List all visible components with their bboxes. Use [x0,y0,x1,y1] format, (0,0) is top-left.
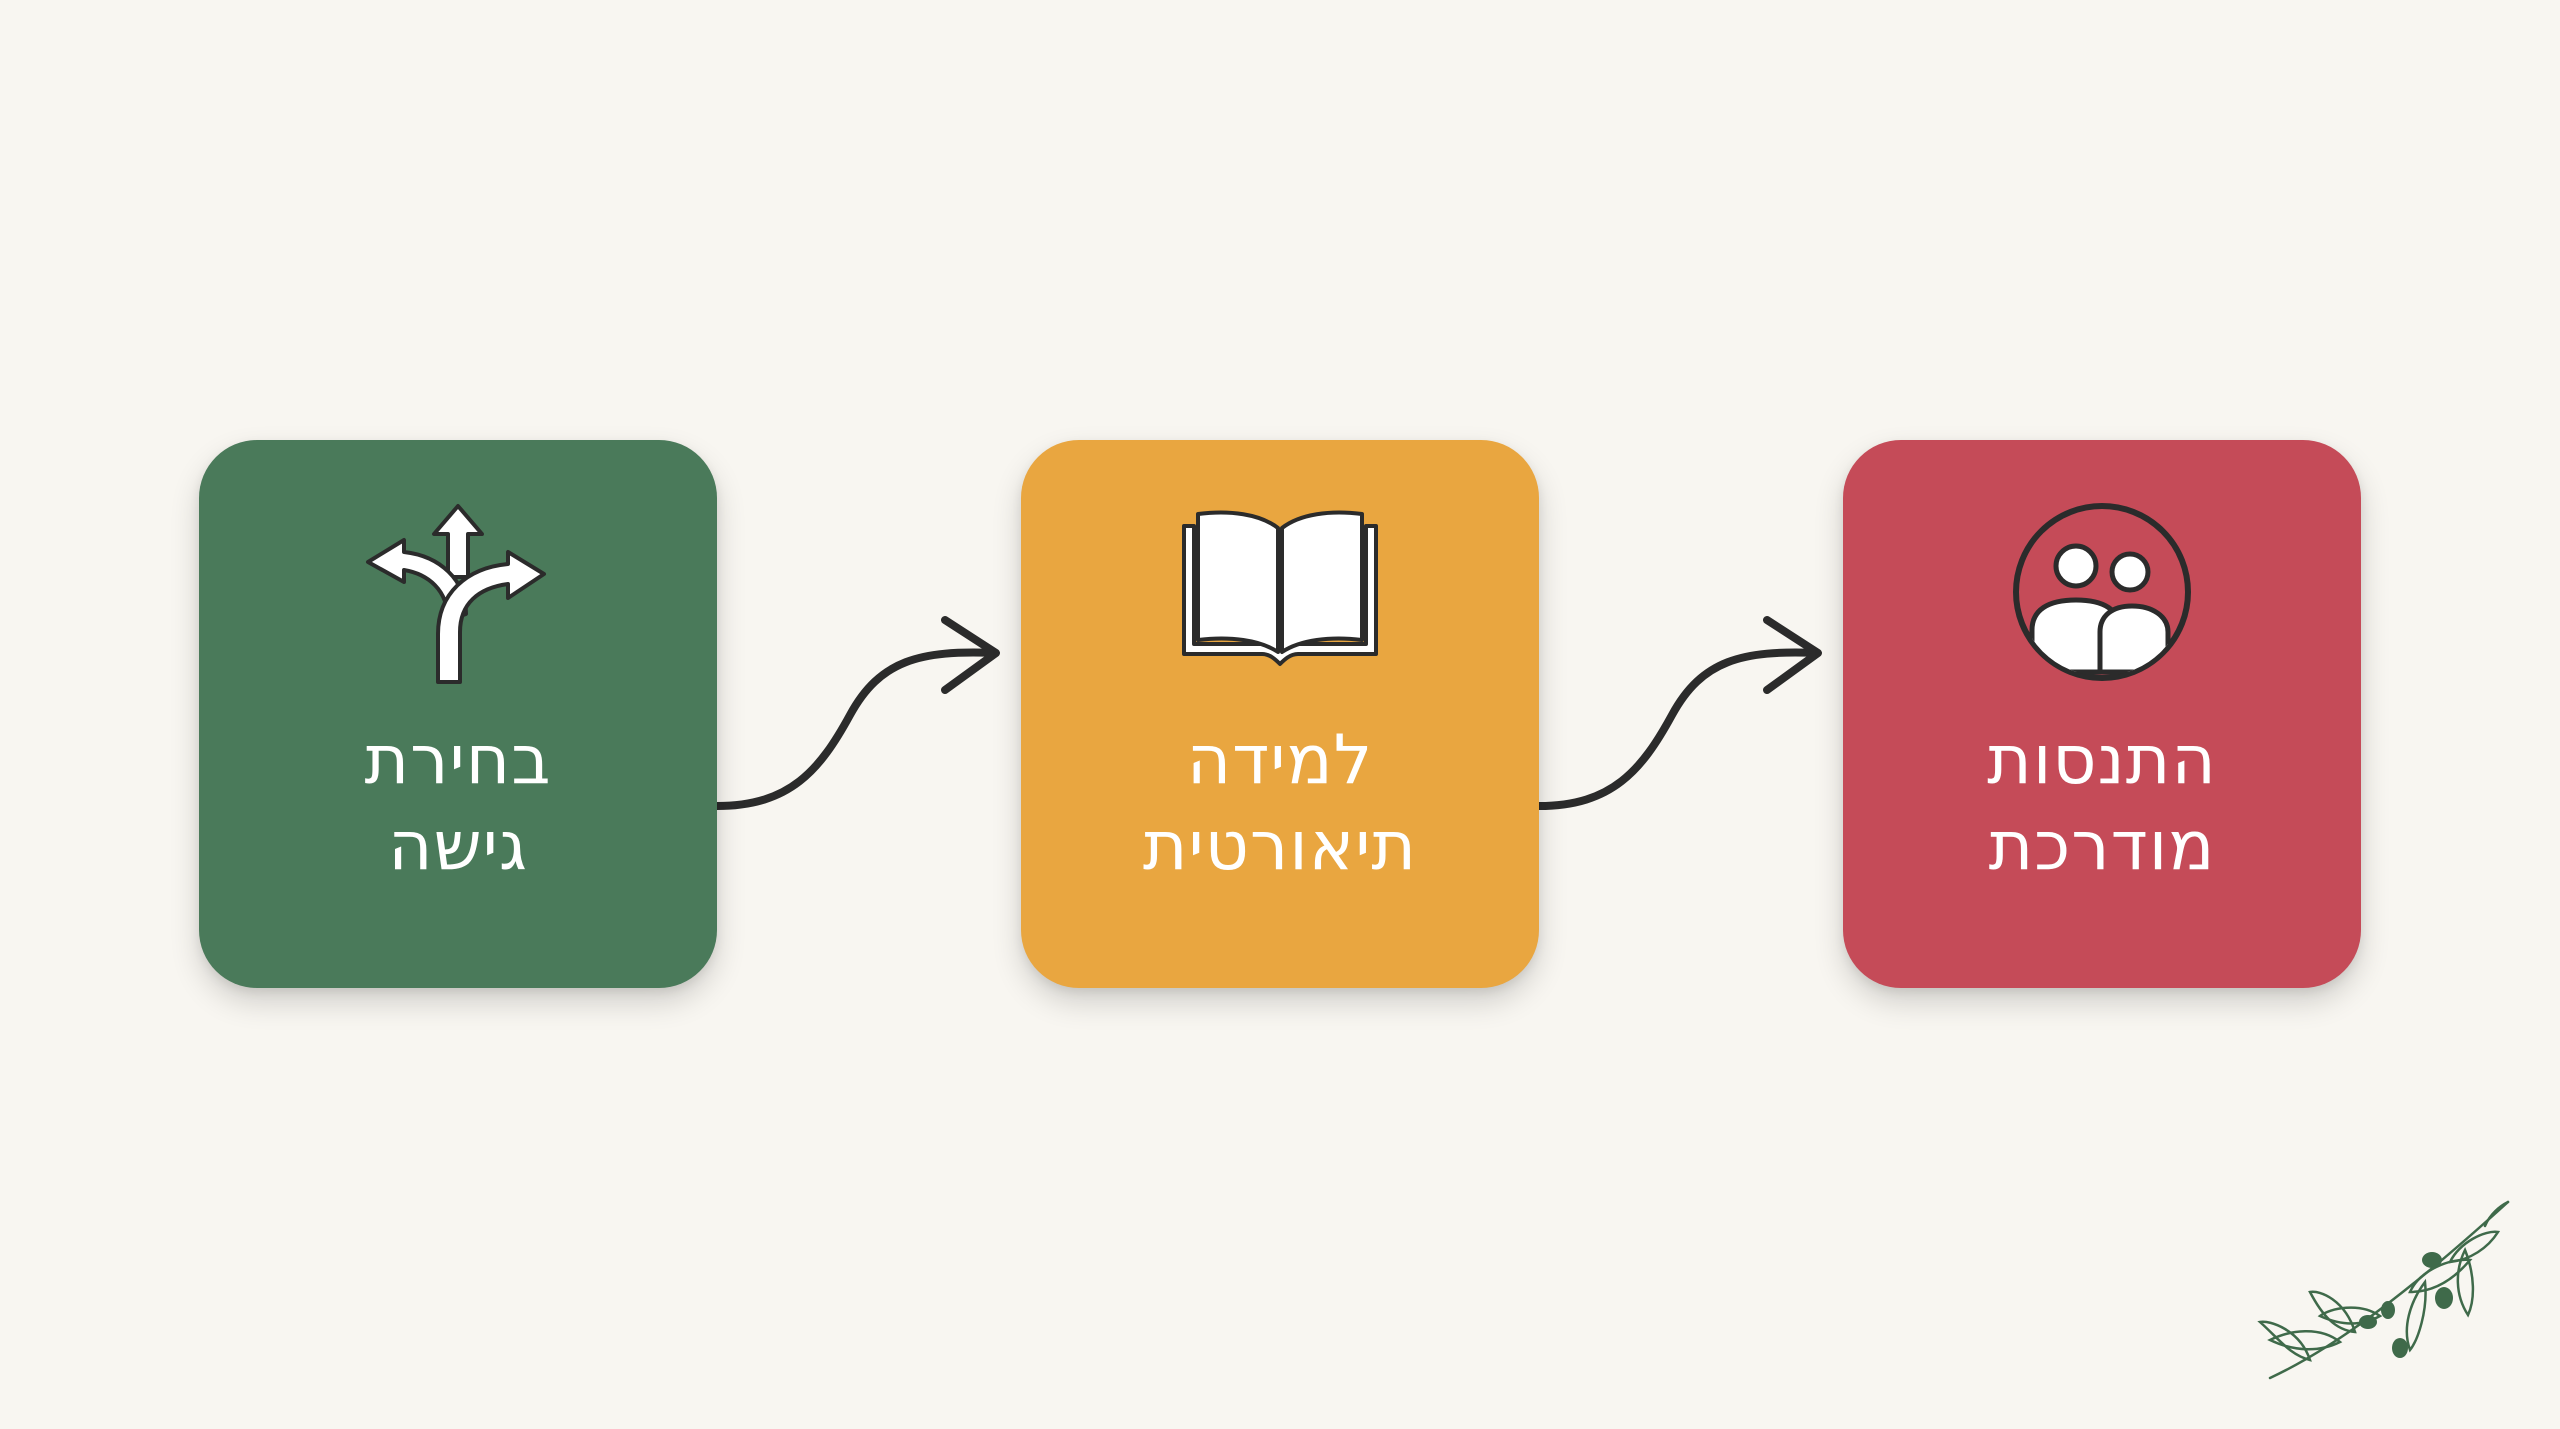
step-card-guided-practice: התנסות מודרכת [1843,440,2361,988]
step-label: למידה תיאורטית [1021,718,1539,890]
open-book-icon [1170,482,1390,702]
step-label-line1: בחירת [364,721,552,800]
step-label: התנסות מודרכת [1843,718,2361,890]
step-label-line2: גישה [388,807,528,886]
step-card-theoretical-learning: למידה תיאורטית [1021,440,1539,988]
step-label-line2: תיאורטית [1142,807,1418,886]
diverging-arrows-icon [348,482,568,702]
step-card-choose-approach: בחירת גישה [199,440,717,988]
step-label-line1: למידה [1186,721,1374,800]
step-label: בחירת גישה [199,718,717,890]
olive-branch-icon [2250,1190,2530,1390]
step-label-line2: מודרכת [1988,807,2216,886]
step-label-line1: התנסות [1987,721,2217,800]
connector-arrow-2 [1535,616,1822,810]
connector-arrow-1 [713,616,1000,810]
people-circle-icon [1992,482,2212,702]
